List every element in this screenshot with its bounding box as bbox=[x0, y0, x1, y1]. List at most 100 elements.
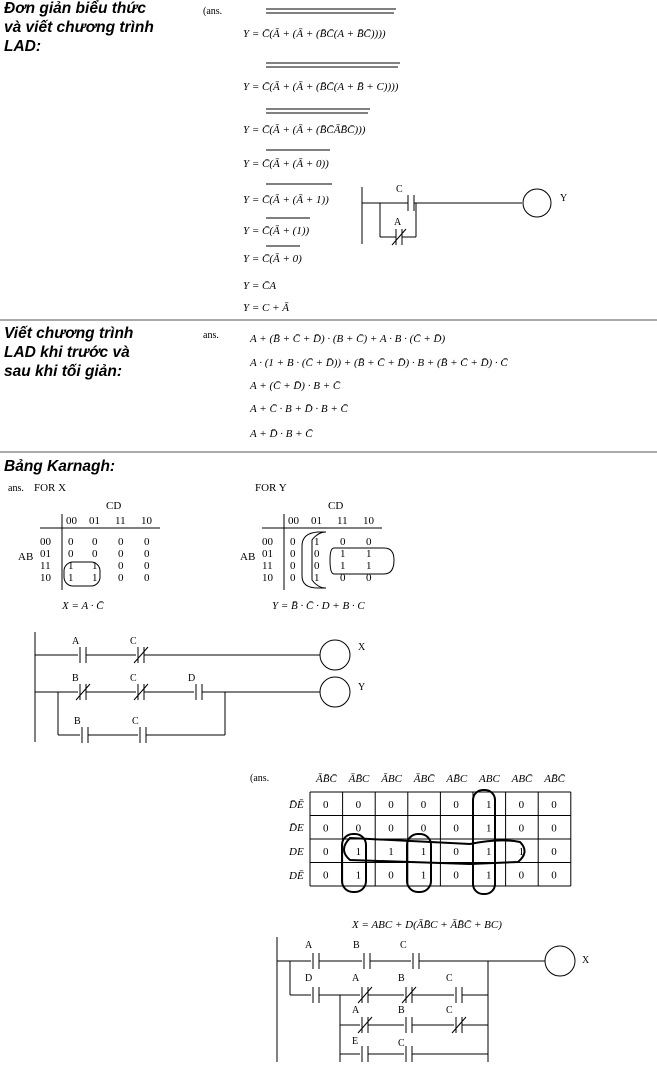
ans-label-2: ans. bbox=[203, 330, 219, 341]
expression-line: Y = C̄A bbox=[243, 280, 276, 292]
contact-label: C bbox=[398, 1038, 405, 1049]
contact-label: B bbox=[353, 940, 360, 951]
kmap-cell: 0 bbox=[519, 799, 525, 811]
section-3-title: Bảng Karnagh: bbox=[4, 458, 115, 475]
expression-line: Y = C̄(Ā + (Ā + (B̄C̄(A + B̄C̄)))) bbox=[243, 28, 386, 40]
row-header: 11 bbox=[40, 560, 51, 572]
kmap-5-result: X = ABC + D(ĀB̄C + ĀB̄C̄ + BC) bbox=[351, 919, 502, 931]
col-header: 01 bbox=[311, 515, 322, 527]
expression-line: A + D̄ · B + C̄ bbox=[249, 428, 313, 440]
kmap-cell: 0 bbox=[290, 572, 296, 584]
expression-line: Y = C̄(Ā + (Ā + (B̄C̄ĀB̄C̄))) bbox=[243, 124, 366, 136]
kmap-cell: 0 bbox=[453, 823, 459, 835]
section-2-title-line-2: LAD khi trước và bbox=[4, 344, 130, 361]
contact-label: A bbox=[352, 973, 360, 984]
coil-label: X bbox=[358, 642, 366, 653]
ladder-diagram-xy: A C X B C D Y B C bbox=[34, 632, 366, 743]
group-loop bbox=[63, 561, 101, 587]
contact-label: B bbox=[72, 673, 79, 684]
col-header: 11 bbox=[115, 515, 126, 527]
kmap-cell: 0 bbox=[519, 870, 525, 882]
contact-label: E bbox=[352, 1036, 358, 1047]
row-header: 01 bbox=[262, 548, 273, 560]
kmap-cell: 1 bbox=[92, 560, 98, 572]
kmap-cell: 0 bbox=[118, 572, 124, 584]
col-header: 01 bbox=[89, 515, 100, 527]
contact-label: A bbox=[305, 940, 313, 951]
kmap-5-group-loops bbox=[341, 789, 526, 895]
kmap-x-title: FOR X bbox=[34, 482, 66, 494]
kmap-cell: 0 bbox=[366, 572, 372, 584]
section-2-title-line-3: sau khi tối giản: bbox=[4, 363, 122, 380]
col-header: AB̄C bbox=[445, 773, 467, 785]
col-header: ĀB̄C̄ bbox=[315, 773, 337, 785]
coil-y bbox=[319, 676, 351, 708]
section-2-title-line-1: Viết chương trình bbox=[4, 325, 133, 342]
kmap-cell: 0 bbox=[144, 560, 150, 572]
expression-line: A · (1 + B · (C̄ + D̄)) + (B̄ + C̄ + D̄)… bbox=[249, 357, 508, 369]
expression-line: A + (C̄ + D̄) · B + C̄ bbox=[249, 380, 341, 392]
kmap-cell: 1 bbox=[340, 548, 346, 560]
col-header: ABC bbox=[478, 773, 500, 785]
group-loop bbox=[329, 547, 395, 575]
col-header: ĀBC̄ bbox=[413, 773, 435, 785]
kmap-cell: 0 bbox=[144, 548, 150, 560]
kmap-cell: 1 bbox=[421, 846, 427, 858]
kmap-cell: 1 bbox=[366, 548, 372, 560]
col-header: 11 bbox=[337, 515, 348, 527]
kmap-y-col-var: CD bbox=[328, 500, 343, 512]
contact-label: D bbox=[188, 673, 195, 684]
contact-label-c: C bbox=[396, 184, 403, 195]
kmap-cell: 0 bbox=[118, 548, 124, 560]
kmap-cell: 0 bbox=[366, 536, 372, 548]
contact-label: B bbox=[398, 973, 405, 984]
contact-label: A bbox=[352, 1005, 360, 1016]
coil-x bbox=[544, 945, 576, 977]
row-header: DĒ bbox=[288, 870, 304, 882]
coil-label: X bbox=[582, 955, 590, 966]
kmap-cell: 0 bbox=[519, 823, 525, 835]
row-header: 11 bbox=[262, 560, 273, 572]
kmap-cell: 0 bbox=[453, 799, 459, 811]
kmap-cell: 0 bbox=[92, 536, 98, 548]
group-loop bbox=[343, 836, 526, 866]
row-header: 10 bbox=[40, 572, 52, 584]
kmap-y-result: Y = B̄ · C̄ · D + B · C bbox=[272, 600, 365, 612]
kmap-cell: 0 bbox=[453, 846, 459, 858]
col-header: 10 bbox=[363, 515, 375, 527]
kmap-cell: 0 bbox=[388, 870, 394, 882]
contact-label: D bbox=[305, 973, 312, 984]
kmap-cell: 0 bbox=[323, 870, 329, 882]
kmap-cell: 0 bbox=[314, 548, 320, 560]
expression-line: Y = C̄(Ā + 0) bbox=[243, 253, 302, 265]
kmap-cell: 0 bbox=[68, 536, 74, 548]
kmap-cell: 0 bbox=[118, 536, 124, 548]
contact-label: C bbox=[130, 673, 137, 684]
group-loop bbox=[301, 531, 327, 589]
kmap-cell: 0 bbox=[144, 536, 150, 548]
kmap-cell: 1 bbox=[356, 846, 362, 858]
kmap-cell: 0 bbox=[388, 799, 394, 811]
kmap-cell: 0 bbox=[340, 536, 346, 548]
nc-slash bbox=[357, 1016, 373, 1034]
ans-label-3: ans. bbox=[8, 483, 24, 494]
kmap-cell: 1 bbox=[340, 560, 346, 572]
contact-label: B bbox=[398, 1005, 405, 1016]
kmap-x-row-var: AB bbox=[18, 551, 33, 563]
kmap-cell: 0 bbox=[421, 823, 427, 835]
kmap-cell: 1 bbox=[486, 846, 492, 858]
kmap-cell: 1 bbox=[314, 572, 320, 584]
nc-slash bbox=[357, 986, 373, 1004]
row-header: 00 bbox=[40, 536, 52, 548]
expression-line: Y = C̄(Ā + (Ā + 1)) bbox=[243, 194, 329, 206]
kmap-cell: 1 bbox=[314, 536, 320, 548]
kmap-cell: 0 bbox=[323, 823, 329, 835]
kmap-cell: 1 bbox=[486, 823, 492, 835]
coil-label: Y bbox=[358, 682, 365, 693]
section-1-title-line-3: LAD: bbox=[4, 38, 41, 55]
kmap-cell: 1 bbox=[421, 870, 427, 882]
group-loop bbox=[341, 833, 367, 893]
